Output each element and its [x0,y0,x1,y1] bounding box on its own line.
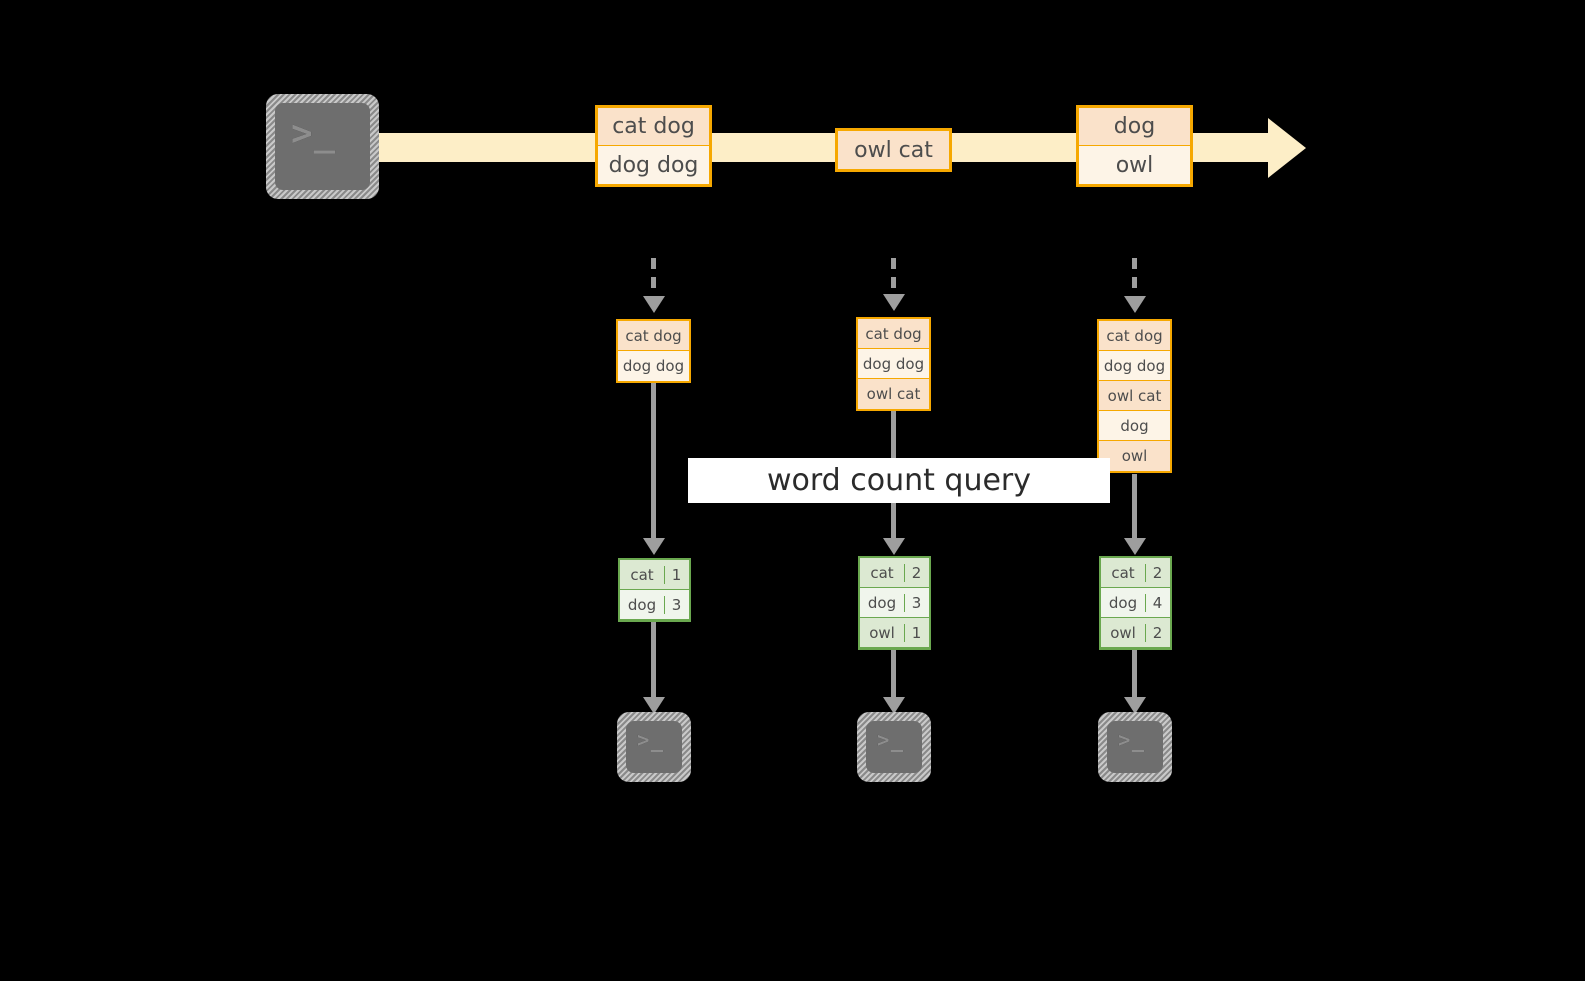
terminal-prompt-icon: >_ [637,728,665,752]
snapshot-table-3[interactable]: cat dog dog dog owl cat dog owl [1097,319,1172,473]
result-to-sink-arrowhead-3 [1124,697,1146,714]
source-terminal[interactable]: >_ [266,94,379,199]
snapshot-row: owl cat [858,379,929,409]
result-to-sink-arrowhead-1 [643,697,665,714]
stream-arrowhead [1268,118,1306,178]
table-row: owl 2 [1101,618,1170,648]
snapshot-row: dog dog [1099,351,1170,381]
result-to-sink-connector-1 [651,622,656,697]
stream-to-snapshot-connector-2 [891,258,896,294]
stream-to-snapshot-arrowhead-1 [643,296,665,313]
terminal-prompt-icon: >_ [291,113,337,154]
snapshot-table-1[interactable]: cat dog dog dog [616,319,691,383]
stream-batch-1[interactable]: cat dog dog dog [595,105,712,187]
stream-batch-3[interactable]: dog owl [1076,105,1193,187]
snapshot-to-result-connector-1 [651,383,656,538]
batch-line: owl [1079,146,1190,184]
table-row: cat 2 [1101,558,1170,588]
table-row: owl 1 [860,618,929,648]
batch-line: owl cat [838,131,949,169]
stream-to-snapshot-connector-3 [1132,258,1137,296]
stream-batch-2[interactable]: owl cat [835,128,952,172]
terminal-screen: >_ [866,721,922,773]
result-table-1[interactable]: cat 1 dog 3 [618,558,691,622]
snapshot-to-result-arrowhead-1 [643,538,665,555]
snapshot-row: dog [1099,411,1170,441]
sink-terminal-3[interactable]: >_ [1098,712,1172,782]
table-row: dog 3 [860,588,929,618]
stream-to-snapshot-connector-1 [651,258,656,296]
terminal-screen: >_ [275,103,370,190]
snapshot-row: owl cat [1099,381,1170,411]
table-row: dog 4 [1101,588,1170,618]
terminal-prompt-icon: >_ [1118,728,1146,752]
result-table-3[interactable]: cat 2 dog 4 owl 2 [1099,556,1172,650]
terminal-screen: >_ [626,721,682,773]
stream-to-snapshot-arrowhead-3 [1124,296,1146,313]
result-table-2[interactable]: cat 2 dog 3 owl 1 [858,556,931,650]
batch-line: cat dog [598,108,709,146]
snapshot-to-result-arrowhead-2 [883,538,905,555]
result-to-sink-connector-3 [1132,650,1137,697]
batch-line: dog [1079,108,1190,146]
snapshot-row: cat dog [1099,321,1170,351]
table-row: dog 3 [620,590,689,620]
terminal-prompt-icon: >_ [877,728,905,752]
query-label: word count query [688,458,1110,503]
snapshot-row: dog dog [618,351,689,381]
table-row: cat 1 [620,560,689,590]
table-row: cat 2 [860,558,929,588]
snapshot-row: dog dog [858,349,929,379]
snapshot-table-2[interactable]: cat dog dog dog owl cat [856,317,931,411]
result-to-sink-arrowhead-2 [883,697,905,714]
snapshot-to-result-connector-3 [1132,474,1137,538]
sink-terminal-2[interactable]: >_ [857,712,931,782]
snapshot-row: owl [1099,441,1170,471]
snapshot-to-result-arrowhead-3 [1124,538,1146,555]
snapshot-row: cat dog [618,321,689,351]
stream-to-snapshot-arrowhead-2 [883,294,905,311]
terminal-screen: >_ [1107,721,1163,773]
result-to-sink-connector-2 [891,650,896,697]
sink-terminal-1[interactable]: >_ [617,712,691,782]
snapshot-row: cat dog [858,319,929,349]
batch-line: dog dog [598,146,709,184]
query-label-text: word count query [766,463,1032,498]
